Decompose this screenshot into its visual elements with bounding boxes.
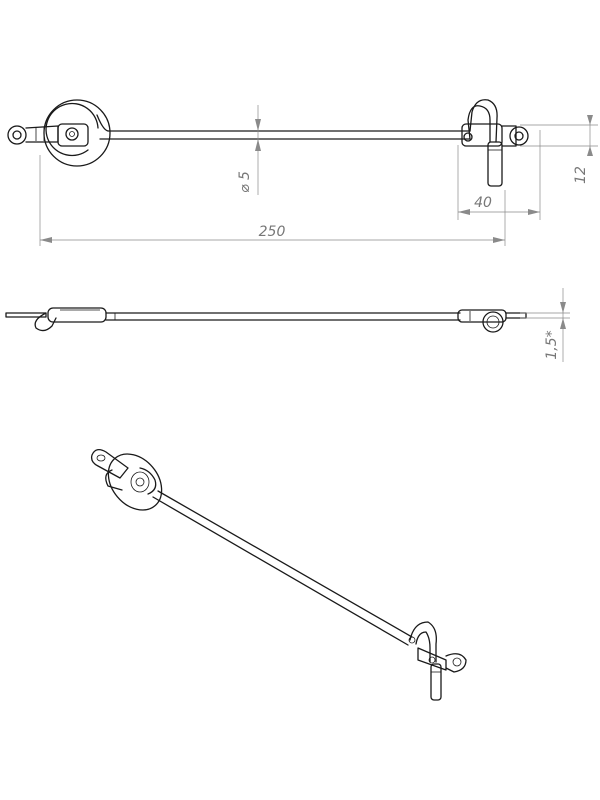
side-view-left-end (5, 307, 107, 332)
top-view: 250 ⌀ 5 40 12 (7, 99, 598, 246)
side-view-right-end (457, 309, 527, 333)
isometric-view (90, 448, 467, 701)
side-view: 1,5* (5, 288, 570, 362)
diameter-dimension-label: ⌀ 5 (237, 171, 253, 193)
thickness-dimension-label: 1,5* (544, 330, 560, 359)
top-view-dimensions (39, 105, 598, 246)
iso-left-plate (90, 448, 163, 511)
right-hook (461, 99, 529, 187)
offset-dimension-label: 40 (474, 195, 492, 211)
hook-rod (96, 114, 471, 140)
height-dimension-label: 12 (573, 166, 589, 184)
iso-rod (152, 490, 413, 646)
length-dimension-label: 250 (259, 224, 286, 240)
thickness-dimension (520, 288, 570, 362)
left-mounting-plate (7, 99, 111, 167)
side-view-rod (105, 312, 461, 321)
iso-right-hook (408, 621, 467, 701)
